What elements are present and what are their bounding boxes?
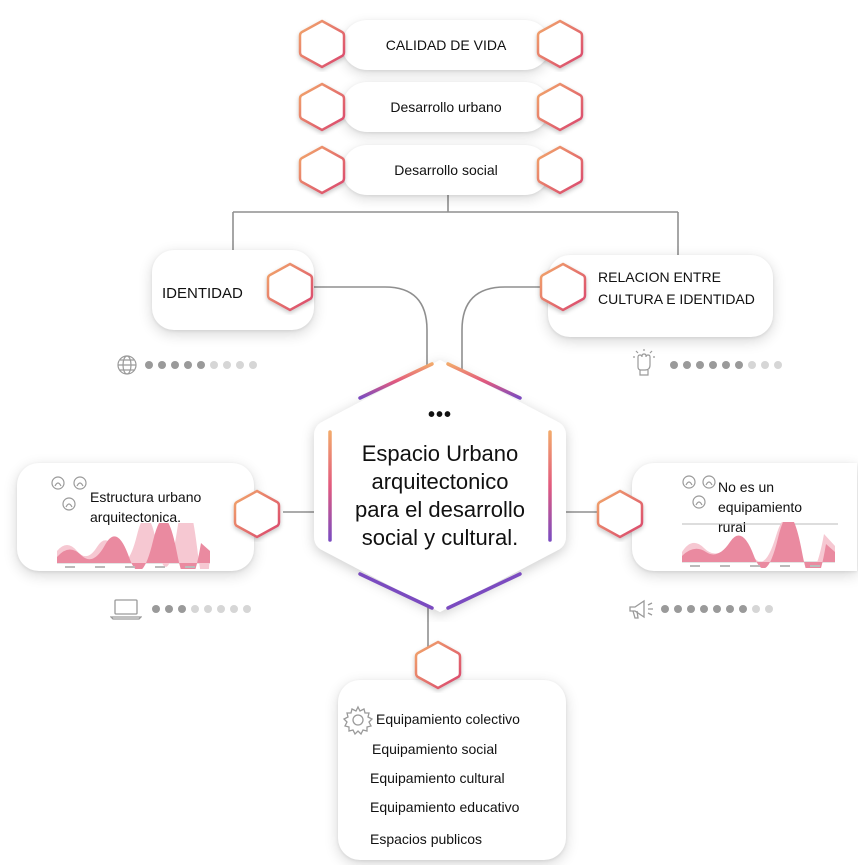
laptop-icon xyxy=(110,599,142,620)
progress-dot xyxy=(670,361,678,369)
progress-dot xyxy=(696,361,704,369)
rural-line2: equipamiento xyxy=(718,499,803,515)
megaphone-icon xyxy=(629,599,653,619)
rural-hex xyxy=(596,489,644,539)
progress-dot xyxy=(197,361,205,369)
progress-dot xyxy=(210,361,218,369)
top-pill-left-hex xyxy=(298,19,346,69)
top-pill-right-hex xyxy=(536,145,584,195)
progress-dot xyxy=(748,361,756,369)
top-pill-left-hex xyxy=(298,82,346,132)
progress-dot xyxy=(765,605,773,613)
progress-dots xyxy=(661,605,773,613)
relacion-hex xyxy=(539,262,587,312)
identidad-hex xyxy=(266,262,314,312)
pill-label: CALIDAD DE VIDA xyxy=(385,37,507,53)
progress-dot xyxy=(774,361,782,369)
progress-dot xyxy=(230,605,238,613)
progress-dot xyxy=(171,361,179,369)
progress-dot xyxy=(722,361,730,369)
top-pill-right-hex xyxy=(536,82,584,132)
rural-line3: rural xyxy=(718,519,747,535)
equipamiento-colectivo-title: Equipamiento colectivo xyxy=(376,711,520,727)
progress-dot xyxy=(191,605,199,613)
gear-icon xyxy=(342,705,374,736)
progress-dot xyxy=(683,361,691,369)
list-item: Equipamiento educativo xyxy=(370,799,520,815)
progress-dot xyxy=(184,361,192,369)
people-network-icon xyxy=(51,476,87,511)
decorative-area-chart xyxy=(57,523,210,569)
top-pill-left-hex xyxy=(298,145,346,195)
progress-dot xyxy=(661,605,669,613)
list-item: Espacios publicos xyxy=(370,831,483,847)
top-pill-right-hex xyxy=(536,19,584,69)
progress-dot xyxy=(152,605,160,613)
progress-dot xyxy=(687,605,695,613)
progress-dot xyxy=(158,361,166,369)
fist-icon xyxy=(633,349,655,376)
progress-dot xyxy=(709,361,717,369)
progress-dot xyxy=(700,605,708,613)
progress-dot xyxy=(735,361,743,369)
more-options-icon[interactable]: ••• xyxy=(427,404,452,426)
equipamiento-hex xyxy=(414,640,462,690)
relacion-label-line1: RELACION ENTRE xyxy=(598,269,721,285)
progress-dot xyxy=(752,605,760,613)
progress-dot xyxy=(713,605,721,613)
pill-label: Desarrollo social xyxy=(394,162,498,178)
identidad-label: IDENTIDAD xyxy=(162,285,243,302)
list-item: Equipamiento social xyxy=(372,741,498,757)
center-hexagon xyxy=(314,360,566,612)
progress-dot xyxy=(223,361,231,369)
progress-dot xyxy=(236,361,244,369)
progress-dot xyxy=(204,605,212,613)
estructura-line1: Estructura urbano xyxy=(90,489,202,505)
globe-icon xyxy=(117,355,137,375)
pill-label: Desarrollo urbano xyxy=(390,99,502,115)
center-title-line4: social y cultural. xyxy=(361,525,519,550)
progress-dot xyxy=(761,361,769,369)
progress-dot xyxy=(726,605,734,613)
estructura-line2: arquitectonica. xyxy=(90,509,182,525)
center-title-line1: Espacio Urbano xyxy=(361,441,519,466)
progress-dot xyxy=(249,361,257,369)
progress-dots xyxy=(152,605,251,613)
progress-dot xyxy=(165,605,173,613)
progress-dot xyxy=(178,605,186,613)
list-item: Equipamiento cultural xyxy=(370,770,505,786)
pill-desarrollo-social: Desarrollo social xyxy=(342,145,550,195)
estructura-hex xyxy=(233,489,281,539)
center-title-line3: para el desarrollo xyxy=(355,497,525,522)
center-title-line2: arquitectonico xyxy=(371,469,509,494)
progress-dot xyxy=(217,605,225,613)
progress-dots xyxy=(145,361,257,369)
progress-dot xyxy=(674,605,682,613)
progress-dot xyxy=(145,361,153,369)
progress-dot xyxy=(739,605,747,613)
pill-desarrollo-urbano: Desarrollo urbano xyxy=(342,82,550,132)
equipamiento-colectivo-card xyxy=(338,680,566,860)
decorative-area-chart xyxy=(682,522,838,568)
relacion-label-line2: CULTURA E IDENTIDAD xyxy=(598,291,755,307)
rural-line1: No es un xyxy=(718,479,775,495)
people-network-icon xyxy=(682,475,716,509)
progress-dots xyxy=(670,361,782,369)
pill-calidad-de-vida: CALIDAD DE VIDA xyxy=(342,20,550,70)
center-title: Espacio Urbano arquitectonico para el de… xyxy=(332,440,548,552)
progress-dot xyxy=(243,605,251,613)
